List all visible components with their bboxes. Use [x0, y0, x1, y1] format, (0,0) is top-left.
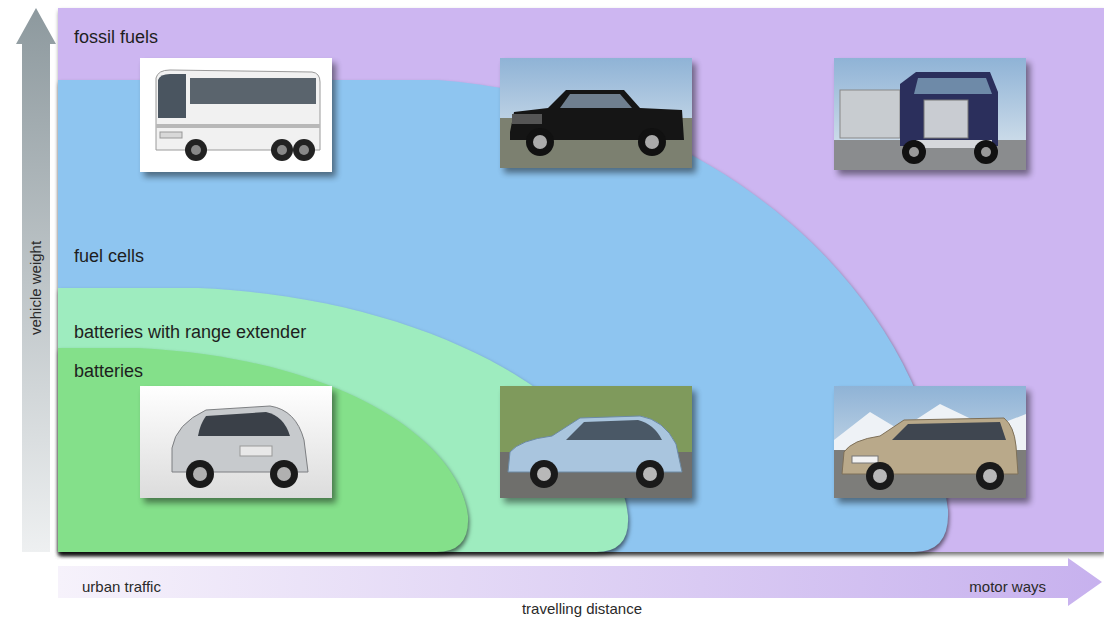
- region-label: fossil fuels: [74, 26, 158, 48]
- axis-arrow: [16, 8, 56, 552]
- region-label: batteries: [74, 360, 143, 382]
- hatchback-photo: [500, 386, 692, 498]
- fuel-region: batteries with range extender batteries: [58, 288, 630, 552]
- axis-label: vehicle weight: [27, 241, 45, 335]
- region-shape: [58, 8, 1104, 552]
- axis-arrow: [58, 558, 1102, 606]
- region-shape: [58, 80, 950, 552]
- axis-label: urban traffic: [82, 578, 161, 596]
- region-label: fuel cells: [74, 245, 144, 267]
- fuel-region: batteries: [58, 348, 470, 552]
- pickup-photo: [500, 58, 692, 168]
- fuel-region: fuel cellsbatteries with range extenderb…: [58, 80, 950, 552]
- estate-car-photo: [834, 386, 1026, 498]
- axis-label: motor ways: [969, 578, 1046, 596]
- truck-photo: [834, 58, 1026, 170]
- smart-car-photo: [140, 386, 332, 498]
- fuel-region: fossil fuels fuel cells batteries with ran…: [58, 8, 1104, 552]
- bus-photo: [140, 58, 332, 172]
- region-label: batteries with range extender: [74, 321, 306, 343]
- axis-label: travelling distance: [522, 600, 642, 618]
